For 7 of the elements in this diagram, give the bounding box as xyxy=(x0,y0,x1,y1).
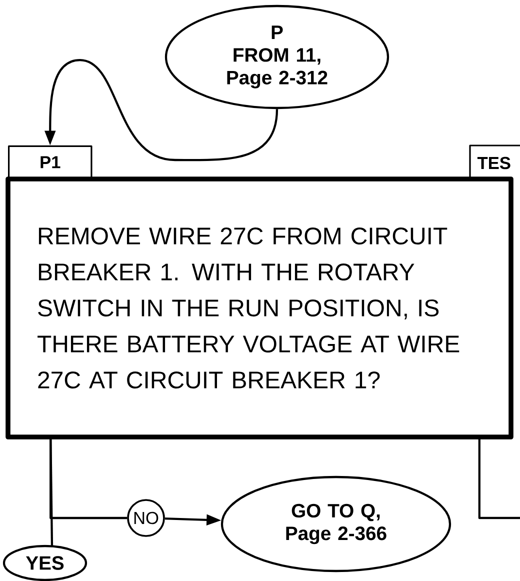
node-label: P1 xyxy=(40,156,60,168)
connector-line xyxy=(50,436,54,546)
oval-terminal: P FROM 11, Page 2-312 xyxy=(164,4,390,110)
oval-terminal: GO TO Q, Page 2-366 xyxy=(220,476,452,572)
step-tab: TES xyxy=(469,144,520,178)
oval-terminal: YES xyxy=(2,544,88,581)
connector-line xyxy=(478,436,520,520)
